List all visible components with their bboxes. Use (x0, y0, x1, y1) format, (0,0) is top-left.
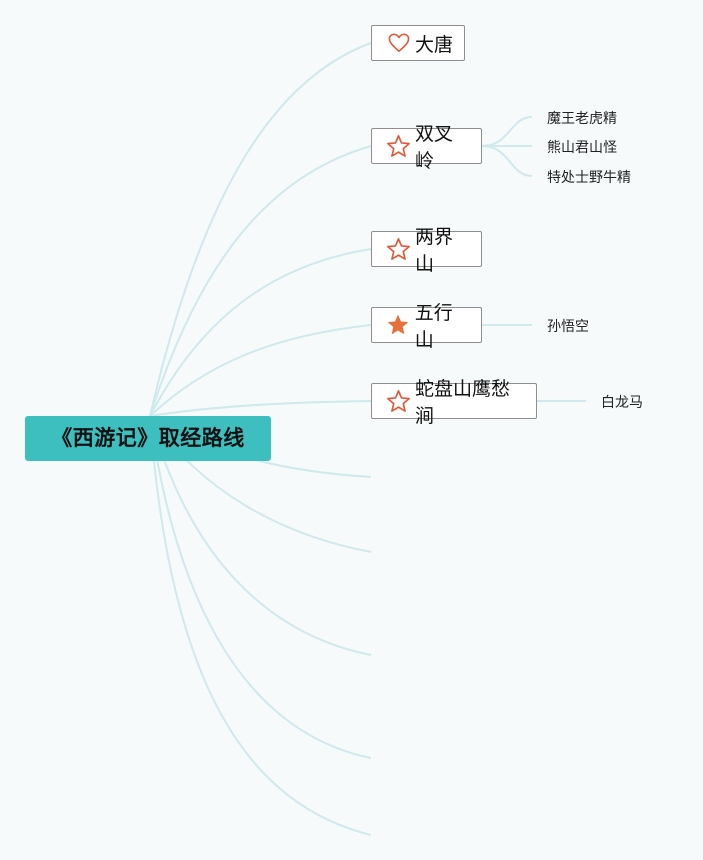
link-empty-3 (149, 415, 372, 656)
node-label: 双叉岭 (415, 123, 454, 172)
star-outline-icon (386, 134, 411, 159)
link-wuxingshan (149, 324, 372, 417)
link-datang (149, 42, 372, 417)
node-label: 五行山 (414, 302, 453, 351)
link-empty-5 (149, 415, 372, 836)
link-liangjieshan (149, 248, 372, 417)
leaf-techushi[interactable]: 特处士野牛精 (547, 170, 631, 186)
node-datang[interactable]: 大唐 (371, 25, 465, 61)
star-outline-icon (386, 237, 411, 262)
link-leaf-1 (481, 116, 533, 147)
heart-outline-icon (386, 31, 411, 56)
link-shuangchaling (149, 145, 372, 417)
root-topic[interactable]: 《西游记》取经路线 (25, 416, 271, 461)
star-outline-icon (386, 389, 411, 414)
leaf-mowang[interactable]: 魔王老虎精 (547, 111, 617, 127)
node-label: 两界山 (415, 226, 454, 275)
link-shepanshan (149, 400, 372, 417)
leaf-xiongshanjun[interactable]: 熊山君山怪 (547, 140, 617, 156)
leaf-sunwukong[interactable]: 孙悟空 (547, 319, 589, 335)
link-leaf-3 (481, 145, 533, 177)
node-label: 大唐 (415, 33, 454, 56)
link-empty-4 (149, 415, 372, 759)
node-wuxingshan[interactable]: 五行山 (371, 302, 482, 351)
node-shuangchaling[interactable]: 双叉岭 (371, 123, 482, 172)
star-filled-icon (386, 313, 411, 338)
leaf-bailongma[interactable]: 白龙马 (601, 395, 643, 411)
node-shepanshan[interactable]: 蛇盘山鹰愁涧 (371, 378, 537, 427)
node-label: 蛇盘山鹰愁涧 (415, 378, 511, 427)
node-liangjieshan[interactable]: 两界山 (371, 226, 482, 275)
